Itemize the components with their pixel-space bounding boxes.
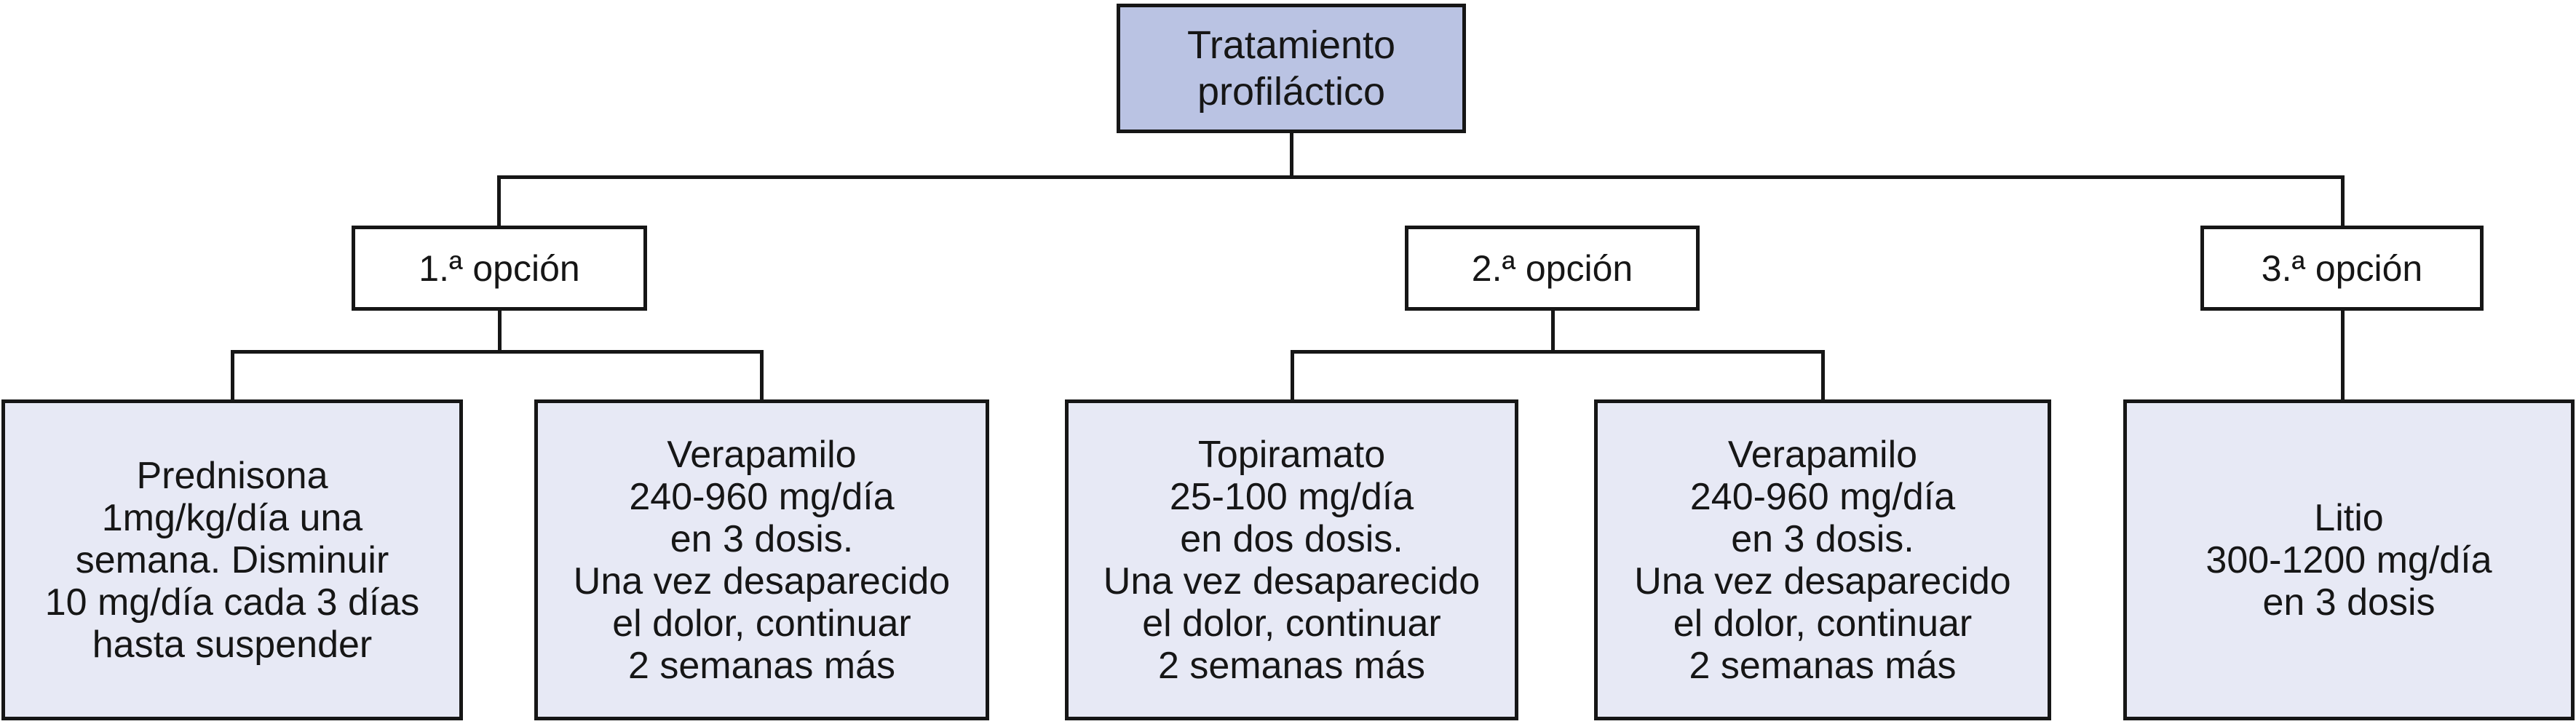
- root-node-tratamiento-profilactico: Tratamiento profiláctico: [1117, 4, 1466, 133]
- option-node-3: 3.ª opción: [2200, 226, 2484, 311]
- option-node-1: 1.ª opción: [352, 226, 647, 311]
- option-node-2: 2.ª opción: [1405, 226, 1700, 311]
- treatment-node-verapamilo-2: Verapamilo 240-960 mg/día en 3 dosis. Un…: [1594, 399, 2051, 720]
- treatment-node-litio: Litio 300-1200 mg/día en 3 dosis: [2123, 399, 2575, 720]
- treatment-node-topiramato: Topiramato 25-100 mg/día en dos dosis. U…: [1065, 399, 1518, 720]
- treatment-node-prednisona: Prednisona 1mg/kg/día una semana. Dismin…: [1, 399, 463, 720]
- treatment-node-verapamilo-1: Verapamilo 240-960 mg/día en 3 dosis. Un…: [534, 399, 989, 720]
